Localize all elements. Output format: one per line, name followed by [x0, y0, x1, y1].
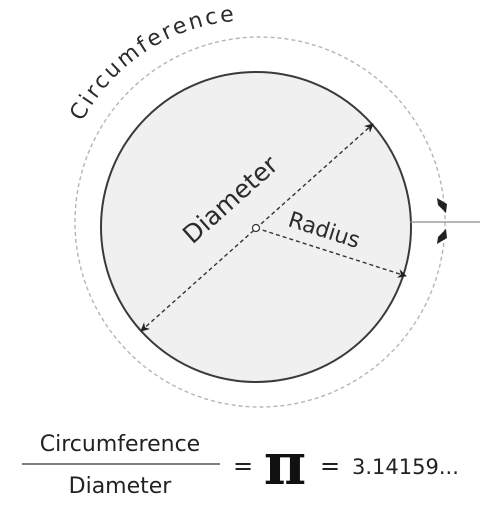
pi-value: 3.14159...	[352, 455, 459, 479]
formula-numerator: Circumference	[40, 432, 200, 457]
radius-line	[255, 227, 407, 278]
formula-denominator: Diameter	[69, 474, 173, 499]
pi-symbol: π	[264, 430, 306, 498]
gap-arrow-top-icon	[437, 198, 447, 213]
equals-sign-1: =	[233, 452, 253, 480]
equals-sign-2: =	[320, 452, 340, 480]
gap-arrow-bottom-icon	[437, 229, 447, 244]
center-point	[251, 223, 261, 233]
